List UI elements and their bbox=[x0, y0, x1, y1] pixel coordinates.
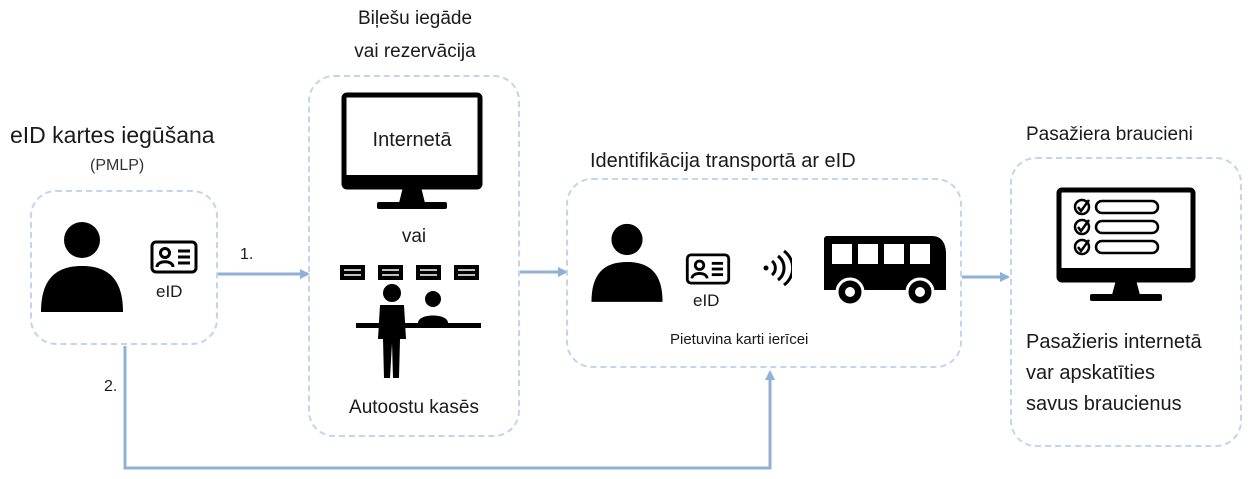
step4-box: Pasažieris internetā var apskatīties sav… bbox=[1010, 157, 1242, 447]
step2-box: Internetā vai Autoostu kasēs bbox=[308, 75, 520, 437]
step4-text-line3: savus braucienus bbox=[1026, 393, 1182, 415]
arrow-2 bbox=[123, 346, 775, 470]
step1-box: eID bbox=[30, 190, 218, 345]
ticket-counter-icon bbox=[340, 265, 481, 378]
step3-title: Identifikācija transportā ar eID bbox=[590, 150, 856, 172]
step2-title-line1: Biļešu iegāde bbox=[357, 8, 473, 29]
arrow-1-label: 1. bbox=[240, 246, 254, 263]
step1-card-label: eID bbox=[156, 282, 183, 301]
person-icon bbox=[41, 222, 123, 312]
step3-box: eID Pietuvina karti ierīcei bbox=[566, 178, 962, 368]
checklist-monitor-icon bbox=[1056, 187, 1196, 301]
step1-title: eID kartes iegūšana bbox=[10, 122, 215, 148]
step4-text-line2: var apskatīties bbox=[1026, 362, 1155, 384]
person-icon bbox=[591, 223, 663, 302]
step4-text-line1: Pasažieris internetā bbox=[1026, 331, 1202, 353]
step3-card-label: eID bbox=[693, 291, 720, 310]
step1-subtitle: (PMLP) bbox=[90, 157, 145, 174]
contactless-icon bbox=[763, 249, 792, 287]
bus-icon bbox=[824, 236, 946, 307]
id-card-icon bbox=[150, 240, 198, 274]
or-text: vai bbox=[401, 226, 427, 247]
id-card-icon bbox=[685, 253, 731, 285]
step2-title-line2: vai rezervācija bbox=[354, 41, 476, 62]
arrow-2-label: 2. bbox=[104, 378, 118, 395]
step3-caption: Pietuvina karti ierīcei bbox=[670, 331, 809, 348]
monitor-text: Internetā bbox=[372, 129, 452, 151]
counter-text: Autoostu kasēs bbox=[349, 397, 479, 418]
step4-title: Pasažiera braucieni bbox=[1026, 124, 1193, 145]
monitor-icon bbox=[341, 92, 483, 209]
